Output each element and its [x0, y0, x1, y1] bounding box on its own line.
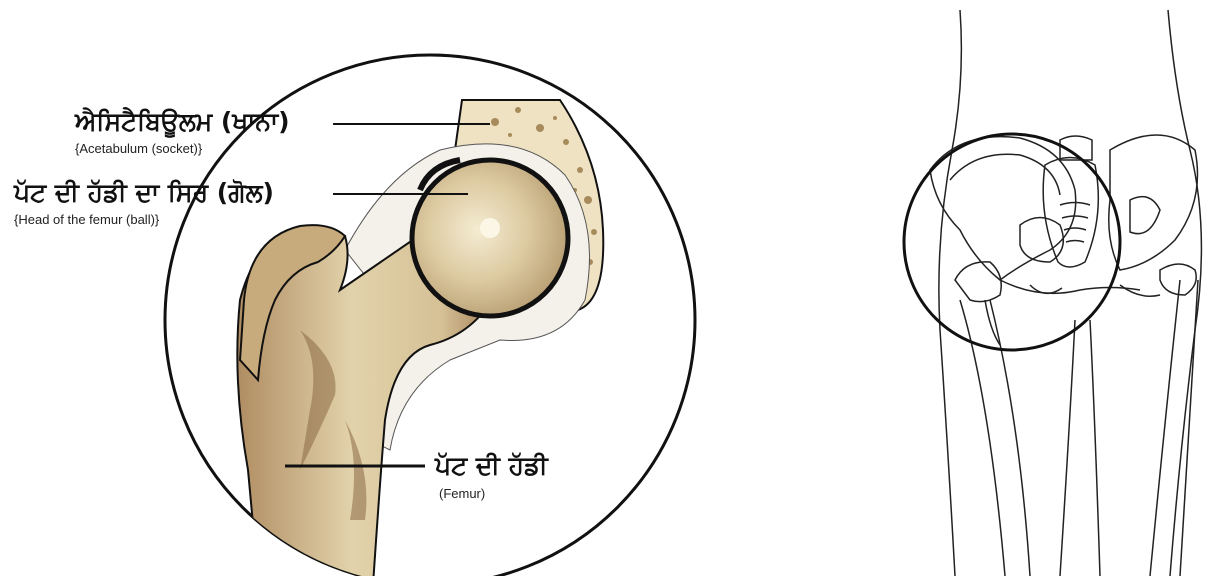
overview-magnifier — [904, 134, 1120, 350]
femoral-head-label-punjabi: ਪੱਟ ਦੀ ਹੱਡੀ ਦਾ ਸਿਰ (ਗੋਲ) — [14, 179, 274, 207]
pelvis-overview-drawing — [904, 10, 1201, 576]
femur-label-punjabi: ਪੱਟ ਦੀ ਹੱਡੀ — [435, 452, 548, 480]
acetabulum-label-punjabi: ਐਸਿਟੈਬਿਊਲਮ (ਖਾਨਾ) — [75, 108, 290, 136]
femoral-head-label-english: {Head of the femur (ball)} — [14, 212, 159, 227]
femur-label-english: (Femur) — [439, 486, 485, 501]
femoral-head-highlight — [480, 218, 500, 238]
acetabulum-label-english: {Acetabulum (socket)} — [75, 141, 202, 156]
